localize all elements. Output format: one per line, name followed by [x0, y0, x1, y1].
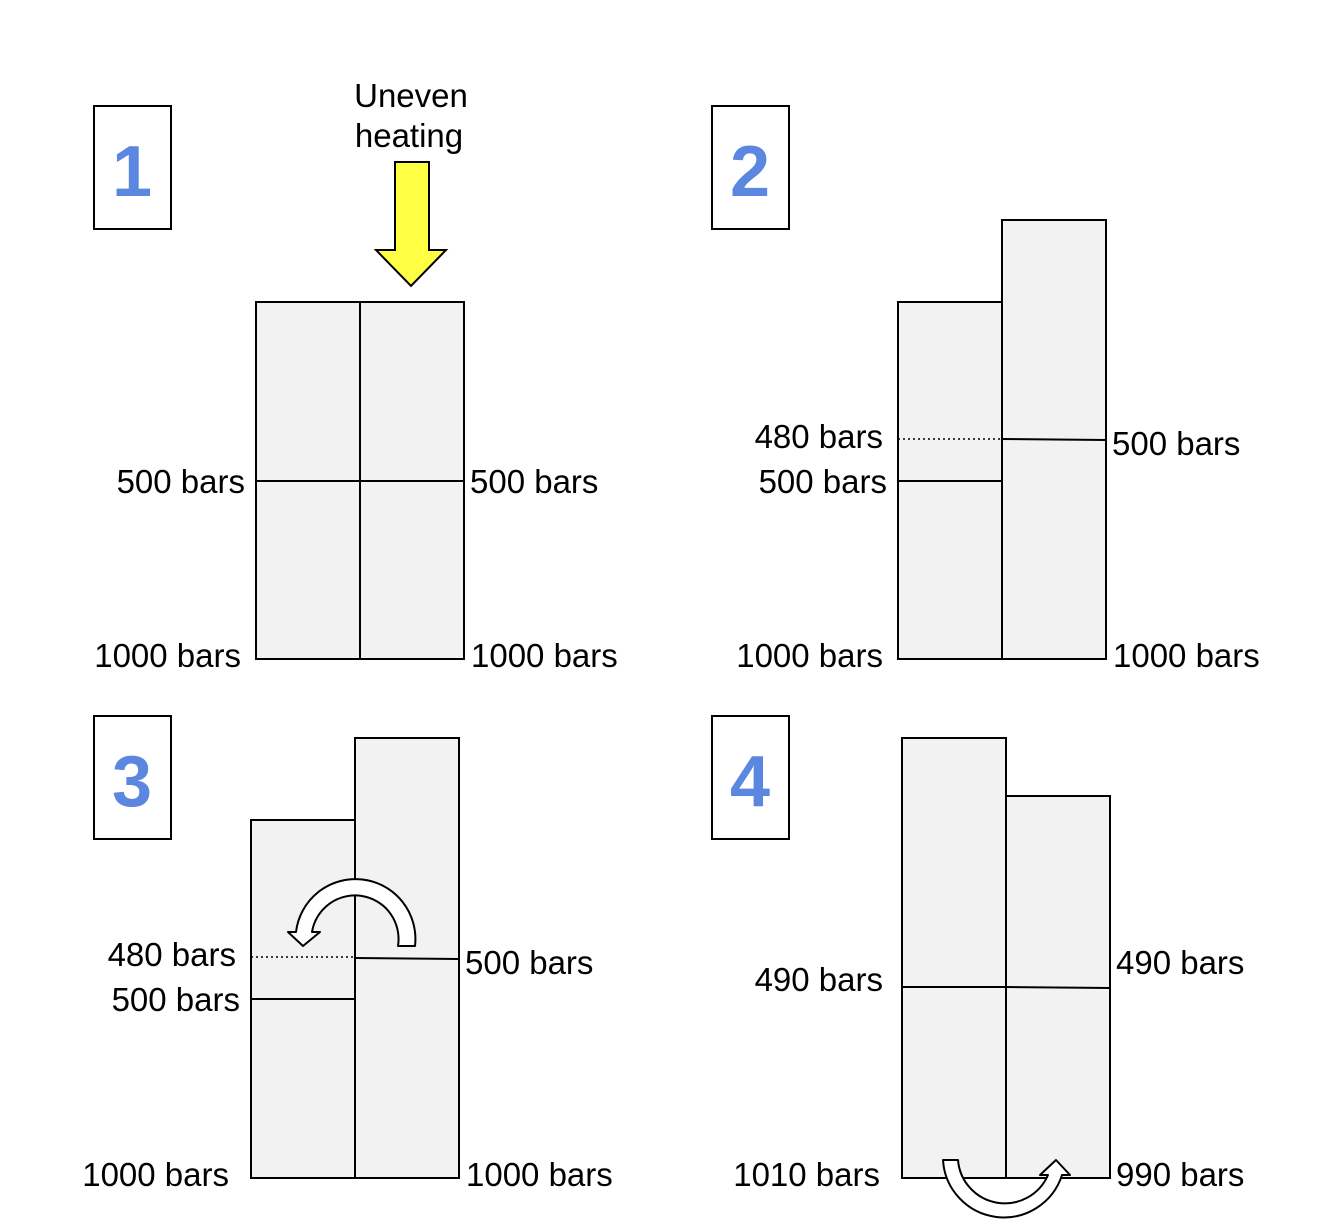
- right-mid-label: 500 bars: [1112, 425, 1240, 462]
- left-mid-label: 500 bars: [759, 463, 887, 500]
- isobar-right: [1005, 986, 1111, 989]
- right-bottom-label: 990 bars: [1116, 1156, 1244, 1193]
- right-mid-label: 490 bars: [1116, 944, 1244, 981]
- step-4-number: 4: [730, 742, 770, 822]
- left-upper-label: 480 bars: [108, 936, 236, 973]
- left-mid-label: 500 bars: [112, 981, 240, 1018]
- left-column: [901, 737, 1007, 1179]
- step-1-box: [93, 105, 172, 230]
- panel-2: 2 480 bars 500 bars 500 bars 1000 bars 1…: [711, 105, 1260, 674]
- heating-label-line2: heating: [355, 117, 463, 154]
- left-bottom-label: 1010 bars: [733, 1156, 880, 1193]
- step-2-number: 2: [730, 132, 770, 212]
- isobar-500-right: [1001, 438, 1107, 441]
- left-bottom-label: 1000 bars: [82, 1156, 229, 1193]
- down-arrow-icon: [373, 161, 449, 288]
- right-bottom-label: 1000 bars: [471, 637, 618, 674]
- step-3-box: [93, 715, 172, 840]
- right-bottom-label: 1000 bars: [1113, 637, 1260, 674]
- step-3-number: 3: [112, 742, 152, 822]
- right-mid-label: 500 bars: [465, 944, 593, 981]
- panel-1: 1 Uneven heating 500 bars 500 bars 1000 …: [93, 77, 618, 674]
- surface-flow-arrow-icon: [942, 1159, 1071, 1219]
- right-mid-label: 500 bars: [470, 463, 598, 500]
- isobar-500-right: [354, 957, 460, 960]
- left-bottom-label: 1000 bars: [94, 637, 241, 674]
- left-bottom-label: 1000 bars: [736, 637, 883, 674]
- step-4-box: [711, 715, 790, 840]
- left-mid-label: 500 bars: [117, 463, 245, 500]
- left-mid-label: 490 bars: [755, 961, 883, 998]
- left-upper-label: 480 bars: [755, 418, 883, 455]
- panel-4: 4 490 bars 490 bars 1010 bars 990 bars: [711, 715, 1244, 1219]
- upper-flow-arrow-icon: [287, 878, 417, 947]
- step-2-box: [711, 105, 790, 230]
- step-1-number: 1: [112, 132, 152, 212]
- right-bottom-label: 1000 bars: [466, 1156, 613, 1193]
- heating-label-line1: Uneven: [354, 77, 468, 114]
- panel-3: 3 480 bars 500 bars 500 bars 1000 bars 1…: [82, 715, 613, 1193]
